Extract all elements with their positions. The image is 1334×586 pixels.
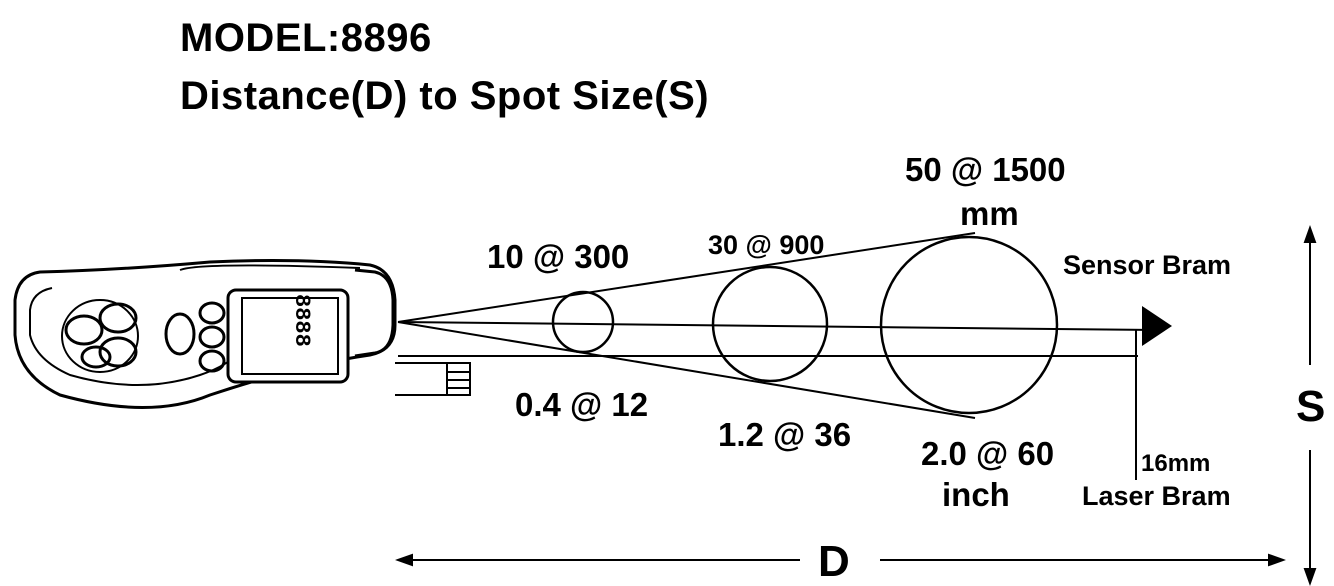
laser-beam-label: Laser Bram xyxy=(1082,481,1231,511)
spot-label-mm-1: 10 @ 300 xyxy=(487,238,630,275)
distance-dimension-arrow xyxy=(395,553,1286,567)
thermometer-device-icon xyxy=(13,259,471,409)
spot-label-mm-3: 50 @ 1500 xyxy=(905,151,1066,188)
spot-symbol: S xyxy=(1296,382,1326,431)
spot-label-inch-1: 0.4 @ 12 xyxy=(515,386,649,423)
model-title: MODEL:8896 xyxy=(180,16,432,60)
spot-label-inch-3: 2.0 @ 60 xyxy=(921,435,1055,472)
laser-offset-label: 16mm xyxy=(1141,450,1211,477)
spot-circle-2 xyxy=(711,265,829,383)
spot-label-mm-2: 30 @ 900 xyxy=(708,230,825,260)
spot-label-inch-2: 1.2 @ 36 xyxy=(718,416,852,453)
sensor-beam-label: Sensor Bram xyxy=(1063,250,1232,280)
device-display-digits: 8888 xyxy=(289,294,314,347)
sensor-cone xyxy=(397,232,1151,419)
distance-symbol: D xyxy=(818,537,850,586)
diagram-subtitle: Distance(D) to Spot Size(S) xyxy=(180,74,710,118)
inch-unit-label: inch xyxy=(942,476,1010,513)
sensor-arrow-icon xyxy=(1142,306,1172,346)
spot-circle-1 xyxy=(551,290,615,354)
mm-unit-label: mm xyxy=(960,195,1019,232)
spot-dimension-arrow xyxy=(1303,225,1317,586)
spot-circle-3 xyxy=(879,235,1059,415)
